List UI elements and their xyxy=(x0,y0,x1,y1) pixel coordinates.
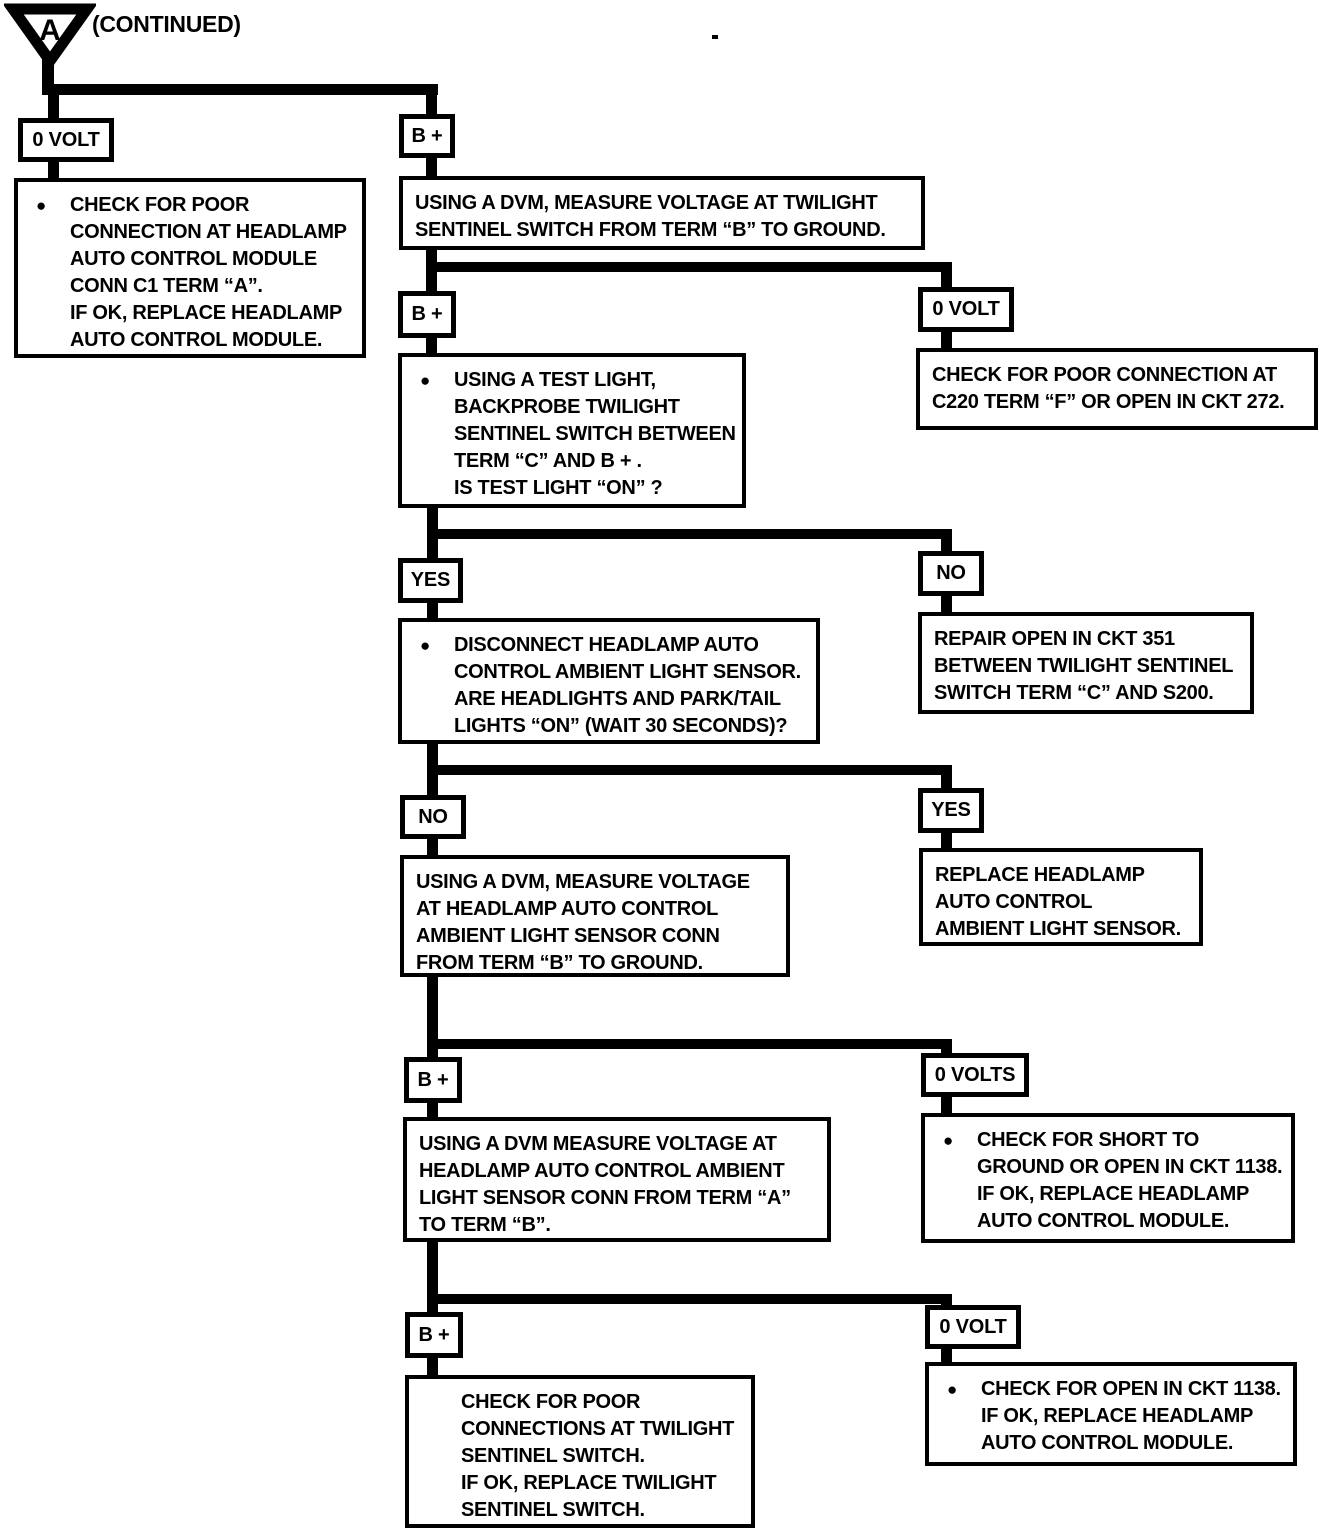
bullet-icon: ● xyxy=(943,1131,953,1150)
bullet-icon: ● xyxy=(420,371,430,390)
node-replace-sensor: REPLACE HEADLAMP AUTO CONTROL AMBIENT LI… xyxy=(919,848,1203,946)
node-text: USING A DVM, MEASURE VOLTAGE AT HEADLAMP… xyxy=(416,871,750,974)
node-disconnect-sensor: ● DISCONNECT HEADLAMP AUTO CONTROL AMBIE… xyxy=(398,618,820,744)
tag-b-plus-1: B + xyxy=(399,114,455,158)
bullet-icon: ● xyxy=(420,636,430,655)
tag-0-volts: 0 VOLTS xyxy=(921,1053,1029,1097)
tag-b-plus-4: B + xyxy=(405,1312,463,1358)
node-test-light: ● USING A TEST LIGHT, BACKPROBE TWILIGHT… xyxy=(398,353,746,508)
node-short-ckt1138: ● CHECK FOR SHORT TO GROUND OR OPEN IN C… xyxy=(921,1113,1295,1243)
node-text: CHECK FOR SHORT TO GROUND OR OPEN IN CKT… xyxy=(977,1129,1283,1232)
node-text: CHECK FOR OPEN IN CKT 1138. IF OK, REPLA… xyxy=(981,1378,1281,1454)
tag-b-plus-2: B + xyxy=(398,291,456,338)
tag-b-plus-3: B + xyxy=(404,1057,462,1103)
bullet-icon: ● xyxy=(36,196,46,215)
node-measure-switch: USING A DVM, MEASURE VOLTAGE AT TWILIGHT… xyxy=(399,176,925,250)
node-text: USING A DVM MEASURE VOLTAGE AT HEADLAMP … xyxy=(419,1133,791,1236)
node-text: CHECK FOR POOR CONNECTIONS AT TWILIGHT S… xyxy=(461,1391,735,1521)
node-text: DISCONNECT HEADLAMP AUTO CONTROL AMBIENT… xyxy=(454,634,801,737)
tag-no-2: NO xyxy=(400,795,466,839)
node-poor-conn-switch: CHECK FOR POOR CONNECTIONS AT TWILIGHT S… xyxy=(405,1375,755,1528)
tag-yes-2: YES xyxy=(918,788,984,833)
tag-0-volt-3: 0 VOLT xyxy=(925,1305,1021,1349)
node-text: REPAIR OPEN IN CKT 351 BETWEEN TWILIGHT … xyxy=(934,628,1234,704)
node-repair-ckt351: REPAIR OPEN IN CKT 351 BETWEEN TWILIGHT … xyxy=(918,612,1254,714)
node-measure-sensor-ground: USING A DVM, MEASURE VOLTAGE AT HEADLAMP… xyxy=(400,855,790,977)
continuation-marker: A xyxy=(4,3,96,68)
tag-no-1: NO xyxy=(918,551,984,596)
tag-yes-1: YES xyxy=(398,558,463,603)
node-text: USING A TEST LIGHT, BACKPROBE TWILIGHT S… xyxy=(454,369,736,499)
stray-mark xyxy=(712,35,718,39)
continuation-caption: (CONTINUED) xyxy=(92,11,241,37)
connector-letter: A xyxy=(39,14,61,47)
node-c220: CHECK FOR POOR CONNECTION AT C220 TERM “… xyxy=(916,348,1318,430)
tag-0-volt-2: 0 VOLT xyxy=(918,287,1014,332)
node-check-module: ● CHECK FOR POOR CONNECTION AT HEADLAMP … xyxy=(14,178,366,358)
node-text: REPLACE HEADLAMP AUTO CONTROL AMBIENT LI… xyxy=(935,864,1181,940)
node-text: USING A DVM, MEASURE VOLTAGE AT TWILIGHT… xyxy=(415,192,886,241)
node-text: CHECK FOR POOR CONNECTION AT C220 TERM “… xyxy=(932,364,1285,413)
node-text: CHECK FOR POOR CONNECTION AT HEADLAMP AU… xyxy=(70,194,347,351)
node-open-ckt1138: ● CHECK FOR OPEN IN CKT 1138. IF OK, REP… xyxy=(925,1362,1297,1466)
tag-0-volt-1: 0 VOLT xyxy=(18,118,114,162)
node-measure-sensor-ab: USING A DVM MEASURE VOLTAGE AT HEADLAMP … xyxy=(403,1117,831,1242)
bullet-icon: ● xyxy=(947,1380,957,1399)
